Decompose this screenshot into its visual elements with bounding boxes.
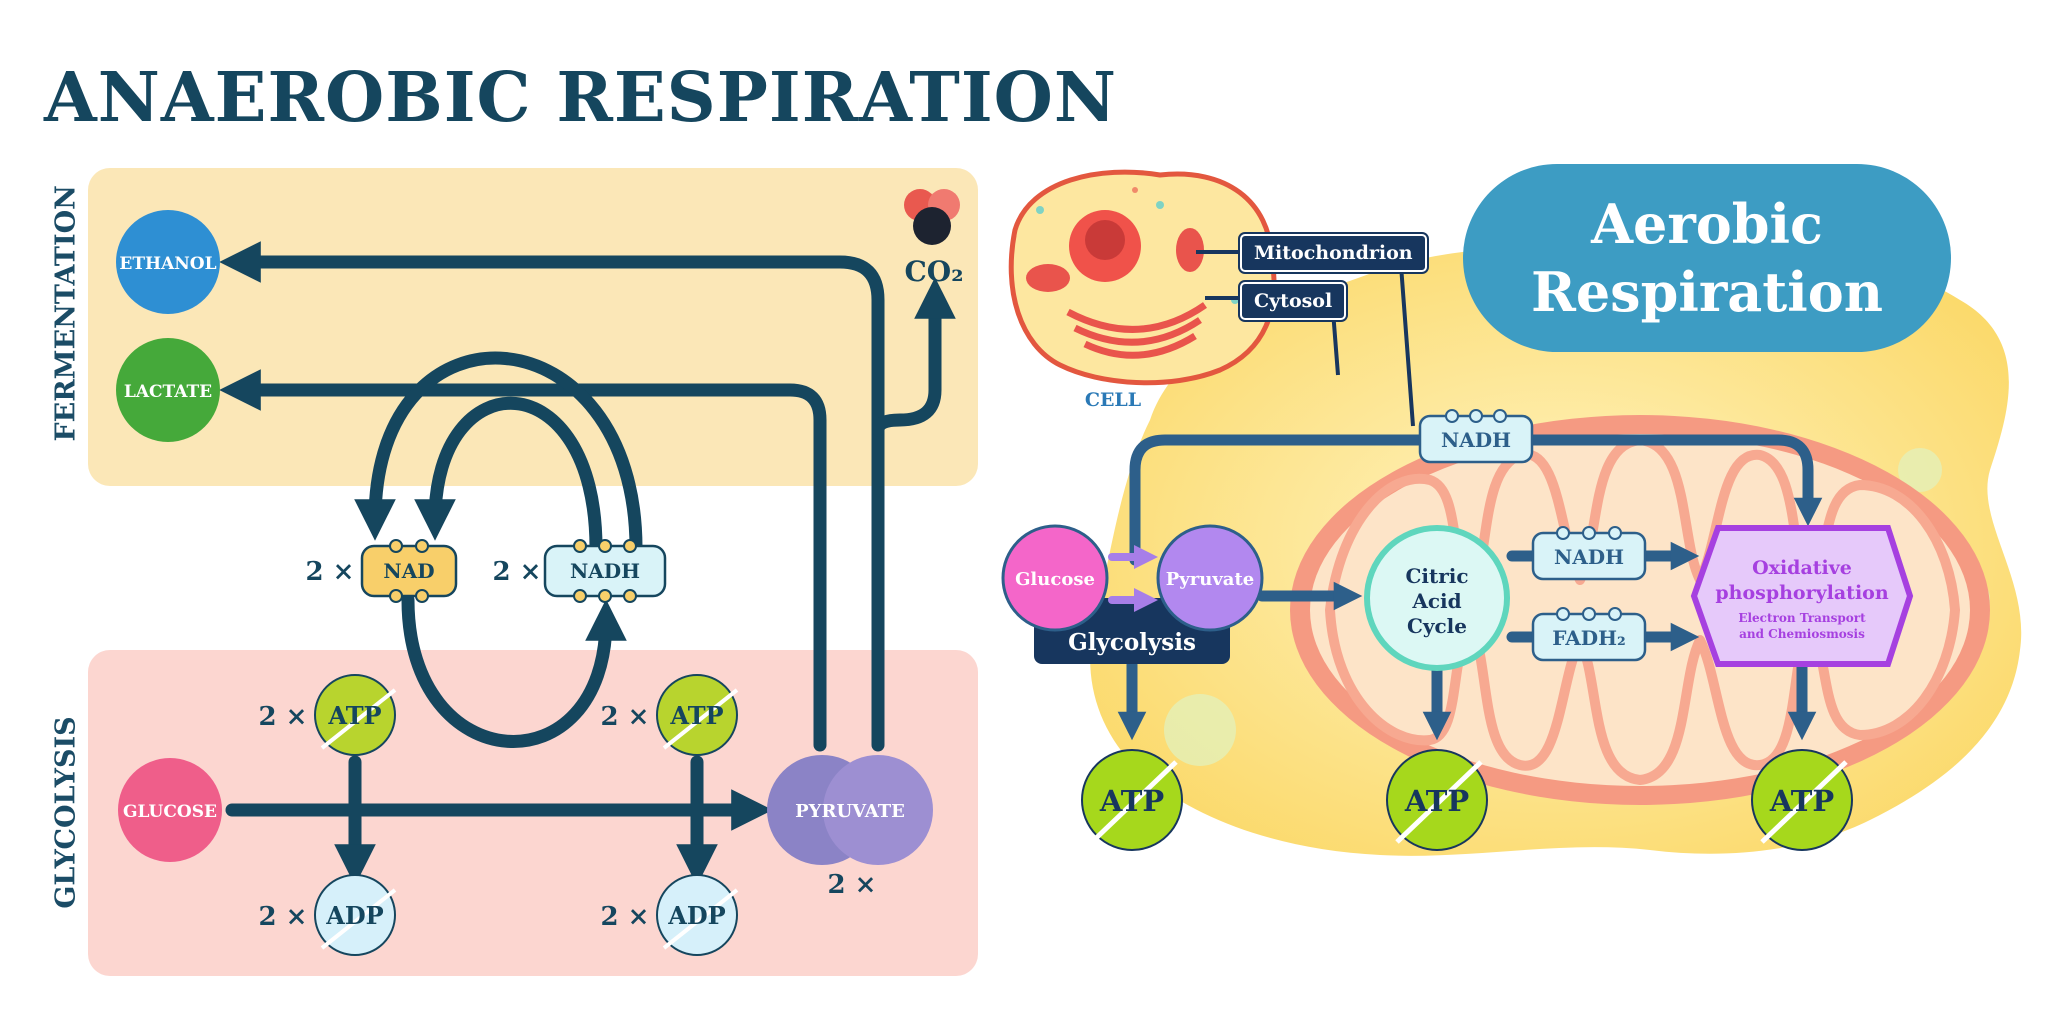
cell-icon bbox=[1008, 169, 1277, 386]
co2-label: CO₂ bbox=[905, 255, 964, 288]
fadh2-pill bbox=[1531, 607, 1647, 662]
atp-label-2: ATP bbox=[669, 701, 723, 730]
aer-pyruvate-circle bbox=[1156, 524, 1264, 632]
adp-label-1: ADP bbox=[325, 901, 383, 930]
glycolysis-side-label: GLYCOLYSIS bbox=[50, 716, 82, 909]
nadh-mid-label: NADH bbox=[1554, 545, 1624, 569]
atp-label-1: ATP bbox=[327, 701, 381, 730]
arrow-nad-nadh bbox=[401, 593, 627, 748]
aer-atp-label-1: ATP bbox=[1099, 784, 1164, 818]
aer-pyruvate-label: Pyruvate bbox=[1166, 569, 1254, 590]
mitochondrion-tag: Mitochondrion bbox=[1240, 234, 1427, 272]
glucose-circle bbox=[118, 758, 222, 862]
aer-atp-icon-2 bbox=[1386, 749, 1488, 851]
nadh-top-label: NADH bbox=[1441, 428, 1511, 452]
oxphos-line1: Oxidative bbox=[1752, 557, 1852, 579]
arrow-to-ethanol bbox=[219, 241, 885, 752]
fadh2-label: FADH₂ bbox=[1552, 626, 1626, 650]
citric-cycle-circle bbox=[1364, 525, 1510, 671]
fermentation-side-label: FERMENTATION bbox=[50, 185, 82, 442]
pyruvate-multiplier: 2 × bbox=[828, 870, 877, 900]
adp-multiplier-1: 2 × bbox=[259, 902, 308, 932]
adp-multiplier-2: 2 × bbox=[601, 902, 650, 932]
arrow-nadh-nad-inner bbox=[414, 396, 603, 555]
arrow-to-lactate bbox=[219, 369, 827, 752]
nad-multiplier: 2 × bbox=[306, 557, 355, 587]
aerobic-title-badge: Aerobic Respiration bbox=[1463, 164, 1951, 352]
oxphos-line2: phosphorylation bbox=[1715, 582, 1888, 604]
nadh-multiplier: 2 × bbox=[493, 557, 542, 587]
aerobic-title-line2: Respiration bbox=[1530, 260, 1884, 324]
arrow-nadh-nad-outer bbox=[354, 351, 643, 555]
ethanol-label: ETHANOL bbox=[119, 254, 216, 274]
adp-icon-1 bbox=[314, 874, 397, 956]
glycolysis-label: Glycolysis bbox=[1068, 629, 1196, 656]
pyruvate-label: PYRUVATE bbox=[795, 801, 905, 822]
atp-icon-2 bbox=[656, 674, 739, 756]
lactate-circle bbox=[116, 338, 220, 442]
aer-atp-icon-3 bbox=[1751, 749, 1853, 851]
cell-label: CELL bbox=[1085, 389, 1141, 411]
fermentation-panel bbox=[88, 168, 978, 486]
atp-icon-1 bbox=[314, 674, 397, 756]
lactate-label: LACTATE bbox=[124, 382, 212, 402]
ethanol-circle bbox=[116, 210, 220, 314]
nadh-mid-pill bbox=[1531, 526, 1647, 581]
mitochondrion-tag-line bbox=[1196, 250, 1415, 427]
cytosol-tag: Cytosol bbox=[1240, 282, 1347, 320]
pyruvate-circle-b bbox=[823, 755, 933, 865]
aer-atp-label-3: ATP bbox=[1769, 784, 1834, 818]
aer-atp-icon-1 bbox=[1081, 749, 1183, 851]
aerobic-title-line1: Aerobic bbox=[1591, 192, 1823, 256]
adp-icon-2 bbox=[656, 874, 739, 956]
citric-line2: Acid bbox=[1411, 589, 1461, 613]
co2-molecule-icon bbox=[904, 189, 960, 245]
nadh-top-pill bbox=[1418, 409, 1534, 464]
arrow-to-co2 bbox=[871, 277, 956, 437]
page-title: ANAEROBIC RESPIRATION bbox=[44, 58, 1118, 138]
oxphos-sub2: and Chemiosmosis bbox=[1739, 627, 1865, 641]
oxphos-hexagon bbox=[1690, 525, 1914, 667]
citric-line3: Cycle bbox=[1407, 614, 1467, 638]
nad-pill bbox=[360, 539, 458, 603]
aer-atp-label-2: ATP bbox=[1404, 784, 1469, 818]
aer-glucose-label: Glucose bbox=[1015, 569, 1095, 590]
nad-label: NAD bbox=[383, 559, 434, 583]
nadh-pill bbox=[543, 539, 667, 603]
oxphos-sub1: Electron Transport bbox=[1738, 611, 1866, 625]
atp-multiplier-2: 2 × bbox=[601, 702, 650, 732]
nadh-label: NADH bbox=[570, 559, 640, 583]
citric-line1: Citric bbox=[1405, 564, 1468, 588]
atp-multiplier-1: 2 × bbox=[259, 702, 308, 732]
aer-glucose-circle bbox=[1001, 524, 1109, 632]
glucose-label: GLUCOSE bbox=[123, 802, 217, 822]
adp-label-2: ADP bbox=[667, 901, 725, 930]
